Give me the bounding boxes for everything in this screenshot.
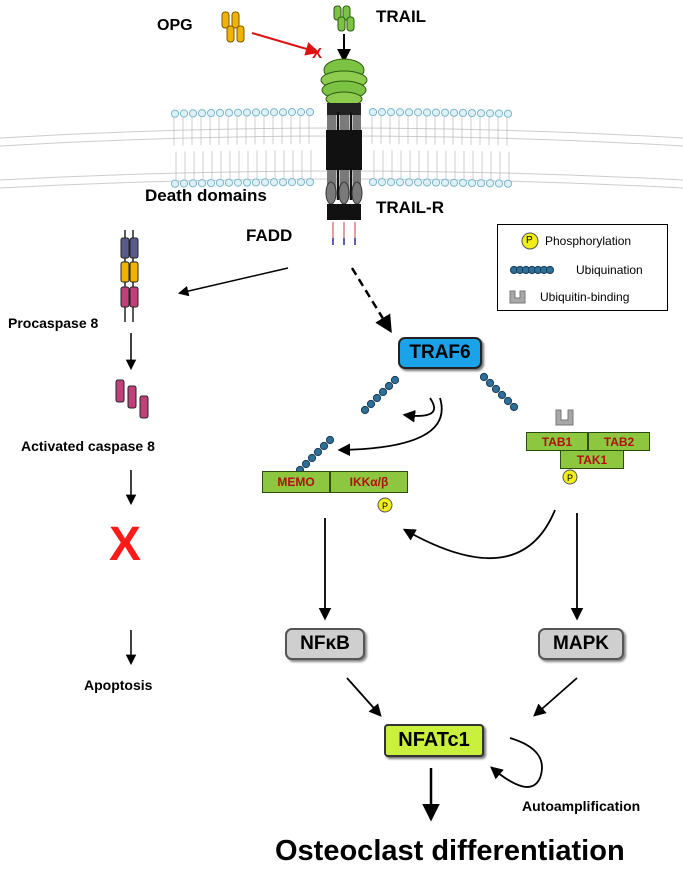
opg-inhibit-arrow [251, 32, 320, 56]
legend-phosphorylation-label: Phosphorylation [545, 234, 632, 248]
procaspase8-icon [120, 230, 139, 322]
ubiquitin-unit [545, 265, 555, 275]
traf6-ubiquitination-arrow [402, 397, 435, 423]
nfatc1-box: NFATc1 [384, 724, 484, 757]
trail-icon [333, 5, 355, 32]
fadd-to-traf6-arrow [350, 267, 392, 333]
legend-ubiquitin-binding-label: Ubiquitin-binding [540, 290, 630, 304]
ikk-box: IKKα/β [330, 471, 408, 493]
ubiquitin-chain-memo [295, 435, 335, 475]
death-domains-label: Death domains [145, 186, 267, 205]
ubiquitin-unit [479, 372, 489, 382]
legend-ubiquination-label: Ubiquination [576, 263, 643, 277]
apoptosis-label: Apoptosis [84, 677, 153, 693]
ubiquitin-unit [378, 387, 388, 397]
fadd-to-procaspase-arrow [177, 267, 289, 297]
traf6-to-memo-arrow [337, 397, 443, 457]
ubiquitin-unit [384, 381, 394, 391]
activated-caspase8-label: Activated caspase 8 [21, 438, 155, 454]
ubiquitin-unit [497, 390, 507, 400]
activated-caspase8-icon [115, 379, 149, 419]
cell-membrane [0, 107, 683, 189]
legend-ubiquitin-icon [509, 265, 555, 275]
trail-r-receptor [320, 58, 368, 245]
ubiquitin-unit [491, 384, 501, 394]
mapk-to-nfatc1-arrow [533, 677, 578, 717]
autoamplification-arrow [490, 737, 543, 788]
ubiquitin-unit [313, 447, 323, 457]
apoptosis-block-mark: X [109, 518, 142, 571]
fadd-label: FADD [246, 226, 293, 245]
trail-label: TRAIL [376, 7, 427, 26]
ubiquitin-unit [485, 378, 495, 388]
tab2-box: TAB2 [588, 432, 650, 451]
nfkb-to-nfatc1-arrow [346, 677, 382, 717]
opg-label: OPG [157, 17, 193, 34]
nfkb-box: NFκB [285, 628, 365, 660]
osteoclast-differentiation-label: Osteoclast differentiation [275, 835, 625, 867]
trail-r-label: TRAIL-R [376, 198, 444, 217]
ubiquitin-unit [307, 453, 317, 463]
svg-text:P: P [382, 501, 388, 511]
ubiquitin-unit [319, 441, 329, 451]
memo-box: MEMO [262, 471, 330, 493]
opg-icon [221, 11, 245, 43]
tab1-box: TAB1 [526, 432, 588, 451]
svg-text:P: P [567, 473, 573, 483]
phospho-tak1: P [562, 469, 578, 485]
autoamplification-label: Autoamplification [522, 798, 641, 814]
ubiquitin-unit [366, 399, 376, 409]
legend-phospho-icon [521, 232, 539, 250]
phospho-ikk: P [377, 497, 393, 513]
traf6-box: TRAF6 [398, 337, 482, 369]
ubiquitin-unit [372, 393, 382, 403]
ubiquitin-unit [301, 459, 311, 469]
ubiquitin-unit [390, 375, 400, 385]
procaspase8-label: Procaspase 8 [8, 315, 99, 331]
ubiquitin-binding-hook [555, 409, 574, 426]
ubiquitin-chain-right [479, 372, 519, 412]
ubiquitin-unit [509, 402, 519, 412]
tak1-box: TAK1 [560, 450, 624, 469]
ubiquitin-unit [360, 405, 370, 415]
ubiquitin-unit [325, 435, 335, 445]
mapk-box: MAPK [538, 628, 624, 660]
legend-icons [509, 232, 555, 304]
legend-phospho-symbol: P [526, 235, 533, 246]
ubiquitin-chain-left [360, 375, 400, 415]
tak1-to-ikk-arrow [402, 509, 556, 559]
legend-ubiquitin-binding-icon [509, 290, 526, 304]
ubiquitin-unit [503, 396, 513, 406]
legend: P Phosphorylation Ubiquination Ubiquitin… [497, 224, 668, 311]
block-mark: X [312, 45, 323, 62]
